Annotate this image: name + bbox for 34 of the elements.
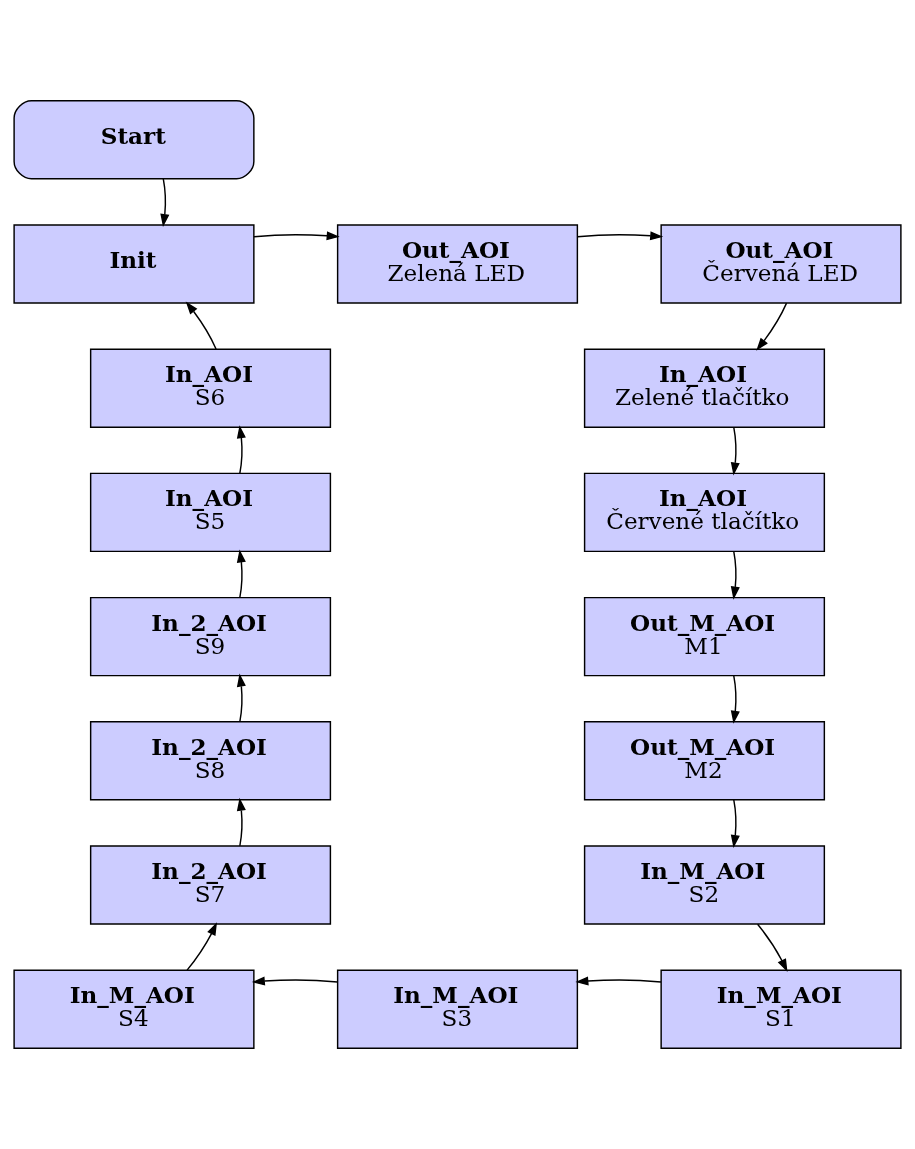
arrow [730,675,740,724]
arrow [236,673,246,723]
node-box: In_AOI S5 [89,472,332,553]
node-box: Start [13,100,255,180]
node-box: Out_M_AOI M2 [583,721,826,801]
node-box: In_M_AOI S1 [660,969,902,1049]
node-box: Init [13,224,255,304]
arrow [756,923,788,973]
arrow [160,178,170,227]
node-box: Out_AOI Zelená LED [336,224,579,304]
arrow [253,231,340,241]
node-box: In_2_AOI S8 [89,721,332,801]
arrow [730,799,740,849]
arrow [236,797,246,847]
arrow [251,976,339,986]
node-box: In_M_AOI S3 [336,969,579,1049]
node-box: In_2_AOI S7 [89,845,332,925]
node-box: Out_AOI Červená LED [660,224,902,304]
node-box: In_AOI Červené tlačítko [583,472,826,553]
arrow [185,301,217,350]
arrow [186,922,217,971]
arrow [236,425,246,474]
node-box: In_AOI S6 [89,348,332,428]
node-box: Out_M_AOI M1 [583,596,826,677]
arrow [730,550,740,600]
arrow [576,231,664,241]
node-box: In_2_AOI S9 [89,596,332,677]
node-box: In_M_AOI S4 [13,969,255,1049]
arrow [756,302,788,351]
node-box: In_AOI Zelené tlačítko [583,348,826,428]
arrow [236,549,246,599]
arrow [575,976,662,986]
node-box: In_M_AOI S2 [583,845,826,925]
arrow [730,426,740,476]
